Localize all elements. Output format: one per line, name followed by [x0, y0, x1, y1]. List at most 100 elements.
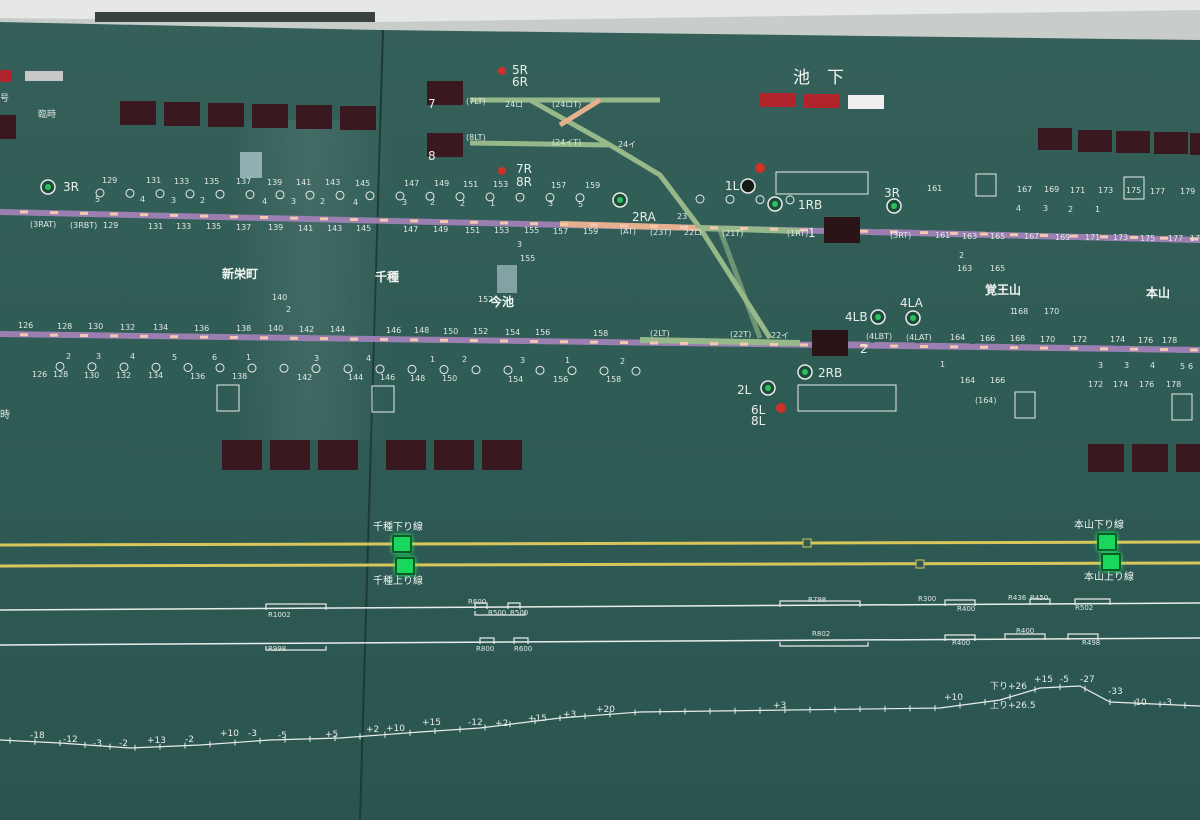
- siding-section-label: (24イT): [552, 138, 582, 147]
- track-joint: [20, 210, 28, 214]
- track-insulation-marks: [20, 210, 1198, 352]
- signal-number-label: 176: [1139, 380, 1155, 390]
- track-joint: [1100, 347, 1108, 351]
- down-line-indicator: [0, 540, 1200, 547]
- signal-number-label: 2: [959, 251, 965, 260]
- chikusa-up-button[interactable]: [395, 557, 415, 575]
- motoyama-up-button[interactable]: [1101, 553, 1121, 571]
- track-section-label: 138: [236, 324, 252, 334]
- signal-sub-label: 4: [353, 197, 359, 207]
- track-joint: [110, 212, 118, 216]
- signal-number-label: 179: [1180, 186, 1196, 196]
- track-joint: [620, 341, 628, 345]
- signal-number-label: 175: [1126, 186, 1142, 196]
- track-section-label: 145: [356, 224, 372, 234]
- track-section-label: (4LBT): [866, 332, 893, 342]
- station-chikusa: 千種: [375, 270, 400, 284]
- signal-number-label: 147: [404, 179, 420, 189]
- track-section-label: 139: [268, 223, 284, 233]
- chikusa-down-button[interactable]: [392, 535, 412, 553]
- signal-symbol: [785, 195, 795, 205]
- track-section-label: 159: [583, 226, 599, 236]
- track-joint: [590, 223, 598, 227]
- track-joint: [860, 229, 868, 233]
- track-section-label: (AT): [620, 227, 636, 237]
- signal-name-label: 3R: [884, 186, 900, 200]
- track-joint: [1010, 233, 1018, 237]
- track-section-label: 158: [593, 328, 609, 338]
- section-code-label: R1002: [268, 611, 291, 619]
- track-section-label: 149: [433, 225, 449, 235]
- section-line-up: [0, 637, 1200, 646]
- signal-number-label: 152: [478, 295, 494, 304]
- track-joint: [1190, 348, 1198, 352]
- track-joint: [140, 334, 148, 338]
- gradient-value-label: +10: [944, 693, 963, 703]
- section-code-label: R502: [1075, 604, 1094, 612]
- signal-number-label: 163: [957, 264, 973, 273]
- signal-symbol: [185, 189, 195, 199]
- track-section-label: 136: [194, 323, 210, 333]
- gradient-value-label: +10: [220, 729, 239, 739]
- gradient-value-label: -12: [468, 718, 483, 728]
- track-joint: [800, 228, 808, 232]
- signal-sub-label: 1: [430, 354, 436, 364]
- track-section-label: 147: [403, 224, 419, 234]
- track-joint: [1040, 233, 1048, 237]
- section-code-label: R798: [808, 596, 827, 604]
- track-joint: [500, 221, 508, 225]
- track-section-label: (21T): [722, 228, 744, 238]
- track-joint: [290, 216, 298, 220]
- signal-sub-label: 3: [96, 351, 102, 361]
- signal-number-label: 129: [102, 176, 118, 186]
- signal-sub-label: 3: [548, 199, 554, 209]
- track-section-label: 129: [103, 221, 119, 231]
- indicator-lamp: [848, 95, 884, 109]
- signal-name-label: 6R: [512, 75, 528, 89]
- signal-number-label: 145: [355, 178, 371, 188]
- signal-lamp: [772, 201, 778, 207]
- signal-number-label: 171: [1070, 185, 1086, 195]
- track-joint: [980, 345, 988, 349]
- signal-symbol: [311, 364, 321, 374]
- track-section-label: 150: [443, 326, 459, 336]
- track-section-label: 172: [1072, 334, 1088, 344]
- gradient-value-label: -18: [30, 731, 45, 741]
- signal-sub-label: 3: [402, 198, 408, 208]
- track-section-label: 175: [1140, 233, 1156, 243]
- track-joint: [740, 342, 748, 346]
- signal-name-label: 2: [860, 342, 868, 356]
- station-kakuozan: 覚王山: [985, 283, 1022, 297]
- signal-sub-label: 1: [565, 356, 571, 366]
- signal-symbol: [535, 365, 545, 375]
- signal-number-label: 178: [1166, 380, 1182, 390]
- signal-number-label: 135: [204, 177, 220, 187]
- track-section-label: (3RBT): [70, 220, 98, 230]
- signal-number-label: 177: [1150, 186, 1166, 196]
- section-code-label: R300: [918, 595, 937, 603]
- track-joint: [1100, 235, 1108, 239]
- signal-name-label: 1L: [725, 179, 740, 193]
- track-joint: [200, 335, 208, 339]
- motoyama-down-button[interactable]: [1097, 533, 1117, 551]
- signal-number-label: 156: [553, 374, 569, 384]
- track-joint: [320, 337, 328, 341]
- track-section-label: 156: [535, 327, 551, 337]
- track-section-label: 174: [1110, 335, 1126, 345]
- signal-number-label: 165: [990, 264, 1006, 273]
- signal-number-label: 139: [267, 177, 283, 187]
- track-joint: [1040, 346, 1048, 350]
- gradient-value-label: 下り+26: [990, 682, 1027, 692]
- line-label-chikusa-down: 千種下り線: [373, 522, 423, 533]
- track-joint: [650, 224, 658, 228]
- track-joint: [890, 344, 898, 348]
- signal-number-label: 164: [960, 376, 976, 385]
- track-joint: [170, 335, 178, 339]
- gradient-value-label: +2: [366, 725, 380, 735]
- track-joint: [470, 339, 478, 343]
- signal-number-label: 154: [508, 374, 524, 384]
- track-section-label: 144: [330, 325, 346, 335]
- station-ikeshita-2: 下: [827, 68, 844, 88]
- track-joint: [980, 232, 988, 236]
